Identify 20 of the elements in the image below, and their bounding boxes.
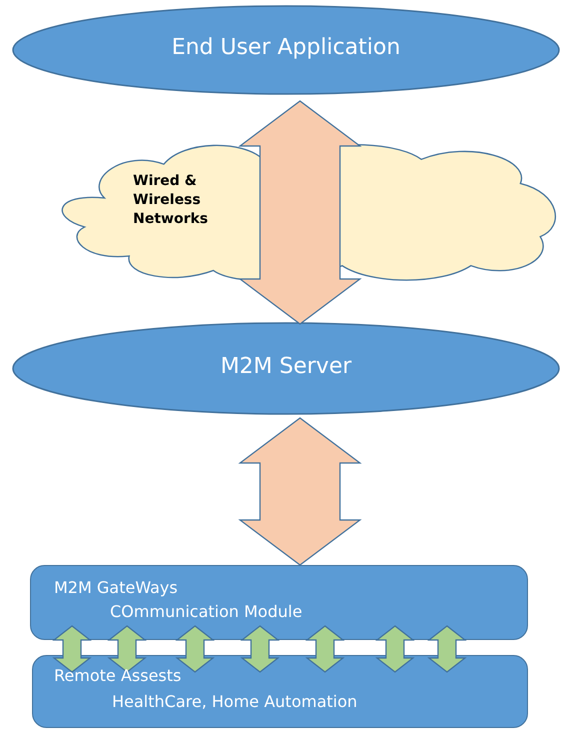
layer-panel	[30, 565, 528, 640]
ellipse-node	[12, 5, 560, 95]
double-arrow	[175, 625, 215, 673]
node-sublabel: HealthCare, Home Automation	[112, 691, 358, 713]
node-label: M2M GateWays	[54, 577, 179, 599]
double-arrow	[240, 625, 280, 673]
node-label: M2M Server	[219, 353, 353, 381]
double-arrow	[238, 417, 362, 566]
double-arrow	[375, 625, 415, 673]
double-arrow	[238, 100, 362, 325]
node-label: Wired & Wireless Networks	[133, 172, 210, 229]
double-arrow	[305, 625, 345, 673]
double-arrow	[427, 625, 467, 673]
double-arrow	[52, 625, 92, 673]
ellipse-node	[12, 322, 560, 415]
node-sublabel: COmmunication Module	[110, 601, 304, 623]
node-label: Remote Assests	[54, 665, 182, 687]
double-arrow	[107, 625, 147, 673]
layer-panel	[32, 655, 528, 728]
node-label: End User Application	[170, 34, 402, 62]
